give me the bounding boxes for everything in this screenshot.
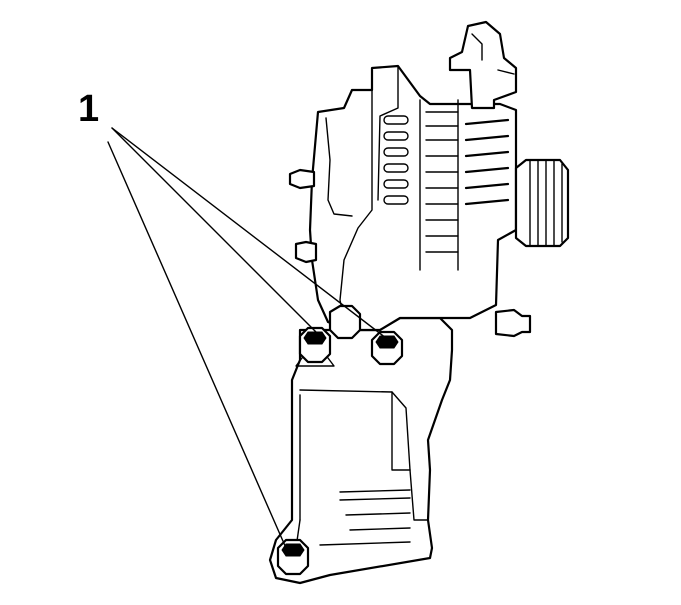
alternator-body (288, 20, 532, 340)
callout-label: 1 (78, 88, 100, 130)
cooling-slots (383, 115, 409, 205)
callout-leaders (107, 127, 387, 549)
pulley (514, 158, 570, 248)
bolt-upper-left (295, 326, 335, 367)
leader-line-upper-right (111, 127, 387, 339)
leader-line-lower (107, 141, 287, 549)
cooling-fins (419, 99, 459, 271)
front-slots (464, 118, 510, 206)
bolt-lower (276, 538, 310, 576)
leader-line-upper-left (111, 127, 319, 335)
bolt-upper-right (370, 330, 404, 366)
